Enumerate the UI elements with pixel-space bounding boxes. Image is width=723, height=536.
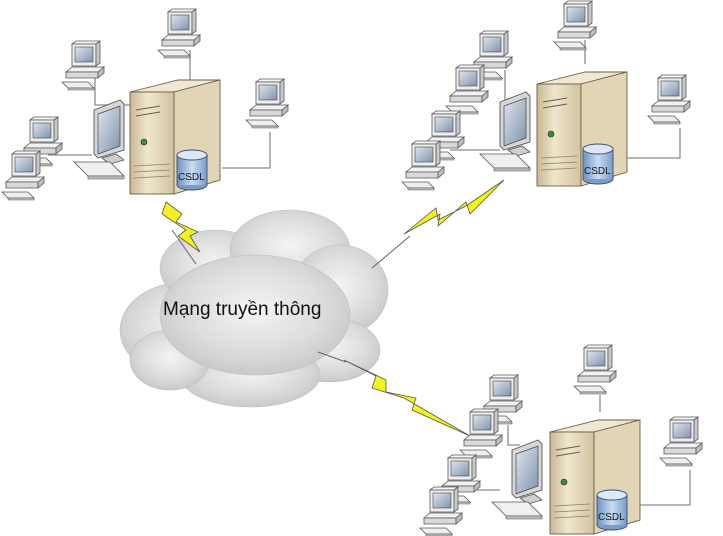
client-computer bbox=[401, 140, 445, 191]
database-icon: CSDL bbox=[596, 489, 628, 531]
network-label: Mạng truyền thông bbox=[163, 299, 321, 320]
client-computer bbox=[1, 150, 45, 201]
database-icon: CSDL bbox=[176, 149, 208, 191]
client-computer bbox=[419, 486, 463, 536]
client-computer bbox=[445, 64, 489, 115]
database-label: CSDL bbox=[598, 512, 625, 523]
site-3: CSDL bbox=[419, 344, 703, 536]
client-computer bbox=[157, 8, 201, 59]
link-bolt-site-3 bbox=[317, 351, 471, 437]
database-label: CSDL bbox=[178, 172, 205, 183]
server-monitor bbox=[73, 99, 125, 180]
link-bolt-site-2 bbox=[371, 179, 505, 269]
server-monitor bbox=[491, 439, 543, 520]
database-label: CSDL bbox=[584, 166, 611, 177]
client-computer bbox=[647, 74, 691, 125]
link-bolt-site-1 bbox=[161, 201, 201, 265]
site-2: CSDL bbox=[401, 0, 691, 191]
database-icon: CSDL bbox=[582, 143, 614, 185]
client-computer bbox=[61, 40, 105, 91]
client-computer bbox=[245, 78, 289, 129]
network-cloud: Mạng truyền thông bbox=[119, 209, 389, 408]
site-1: CSDL bbox=[1, 8, 289, 201]
server-tower bbox=[536, 71, 628, 187]
server-monitor bbox=[479, 91, 531, 172]
client-computer bbox=[553, 0, 597, 51]
client-computer bbox=[659, 416, 703, 467]
cables bbox=[465, 395, 691, 506]
client-computer bbox=[573, 344, 617, 395]
